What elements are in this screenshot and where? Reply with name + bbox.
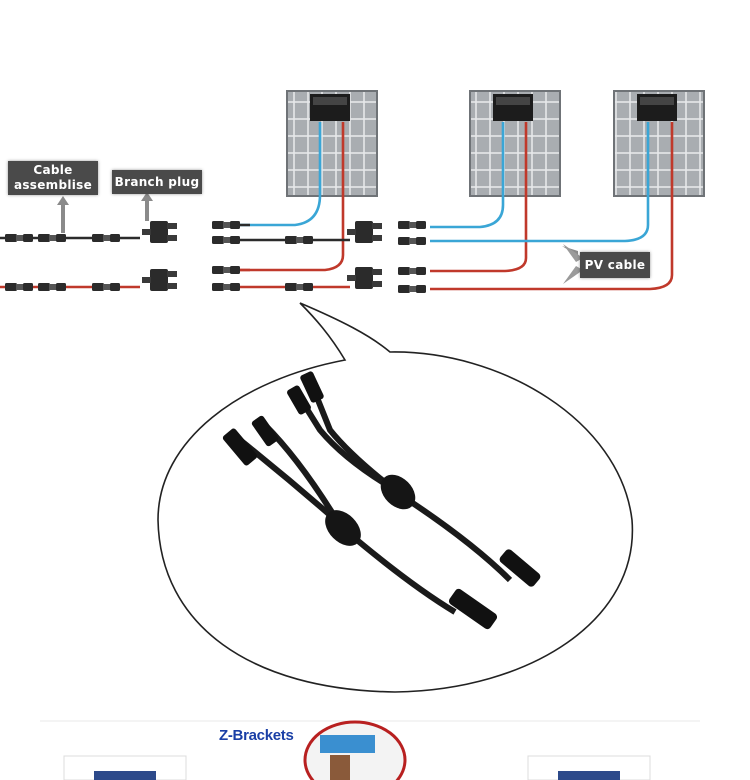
branch-plug-callout: Branch plug <box>112 170 202 194</box>
bus-cables <box>0 223 350 289</box>
branch-plugs <box>142 221 382 291</box>
z-bracket-badge <box>303 720 407 780</box>
zoom-callout-bubble <box>157 302 634 693</box>
pv-cable-callout: PV cable <box>580 252 650 278</box>
footer-panel-thumb-left <box>63 755 187 780</box>
solar-panel-3 <box>613 90 705 197</box>
solar-panel-1 <box>286 90 378 197</box>
panel-leads <box>240 122 674 291</box>
z-brackets-label: Z-Brackets <box>219 727 294 744</box>
footer-panel-thumb-right <box>527 755 651 780</box>
callout-arrows <box>57 192 583 284</box>
y-branch-cable-photo <box>222 371 541 630</box>
cable-assemblies-callout: Cable assemblise <box>8 161 98 195</box>
solar-panel-2 <box>469 90 561 197</box>
